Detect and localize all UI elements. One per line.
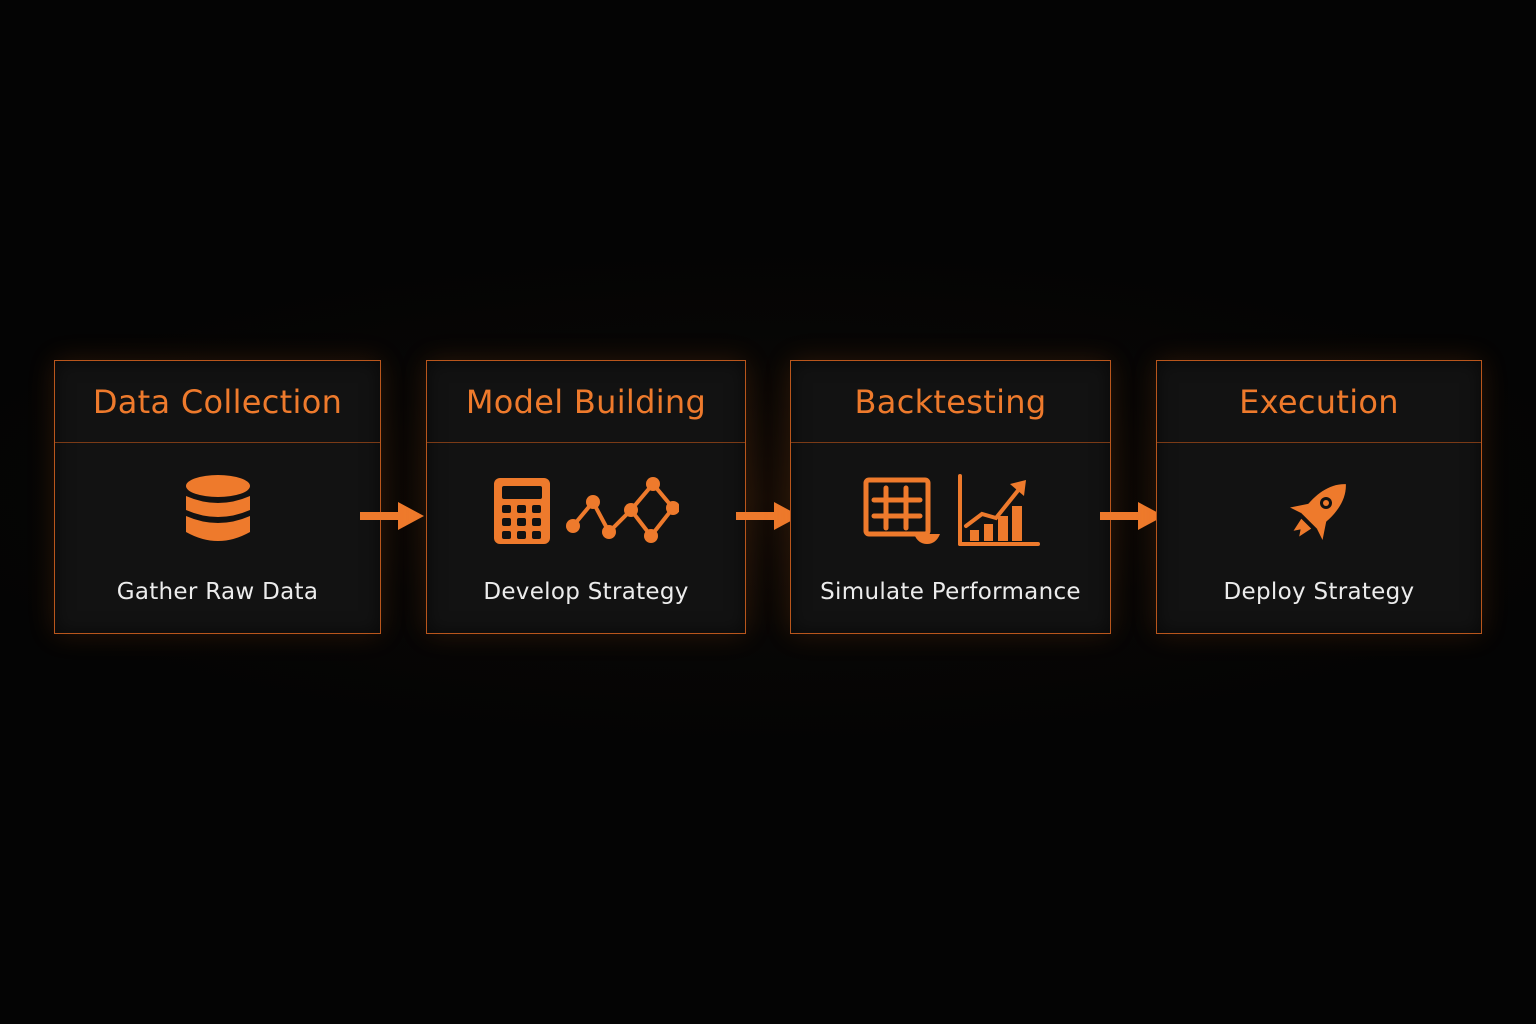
bar-chart-growth-icon (956, 474, 1040, 548)
stage-header: Backtesting (791, 361, 1110, 443)
rocket-icon (1279, 471, 1359, 551)
stage-icons (791, 473, 1110, 549)
stage-subtitle: Simulate Performance (820, 579, 1081, 605)
stage-icons (427, 473, 745, 549)
stage-title: Model Building (465, 382, 707, 421)
right-arrow-icon (358, 500, 426, 532)
stage-subtitle: Gather Raw Data (116, 579, 319, 605)
stage-header: Model Building (427, 361, 745, 443)
right-arrow-icon (1098, 500, 1166, 532)
stage-subtitle: Deploy Strategy (1223, 579, 1415, 605)
network-graph-icon (565, 476, 679, 546)
grid-table-icon (862, 476, 942, 546)
stage-icons (1157, 473, 1481, 549)
stage-subtitle: Develop Strategy (483, 579, 689, 605)
stage-title: Execution (1239, 382, 1399, 421)
stage-execution: Execution Deploy Strategy (1156, 360, 1482, 634)
stage-data-collection: Data Collection Gather Raw Data (54, 360, 381, 634)
right-arrow-icon (734, 500, 802, 532)
stage-backtesting: Backtesting (790, 360, 1111, 634)
stage-title: Backtesting (854, 382, 1047, 421)
stage-icons (55, 473, 380, 549)
stage-header: Execution (1157, 361, 1481, 443)
database-icon (184, 474, 252, 548)
stage-title: Data Collection (92, 382, 343, 421)
calculator-icon (493, 477, 551, 545)
stage-model-building: Model Building (426, 360, 746, 634)
stage-header: Data Collection (55, 361, 380, 443)
